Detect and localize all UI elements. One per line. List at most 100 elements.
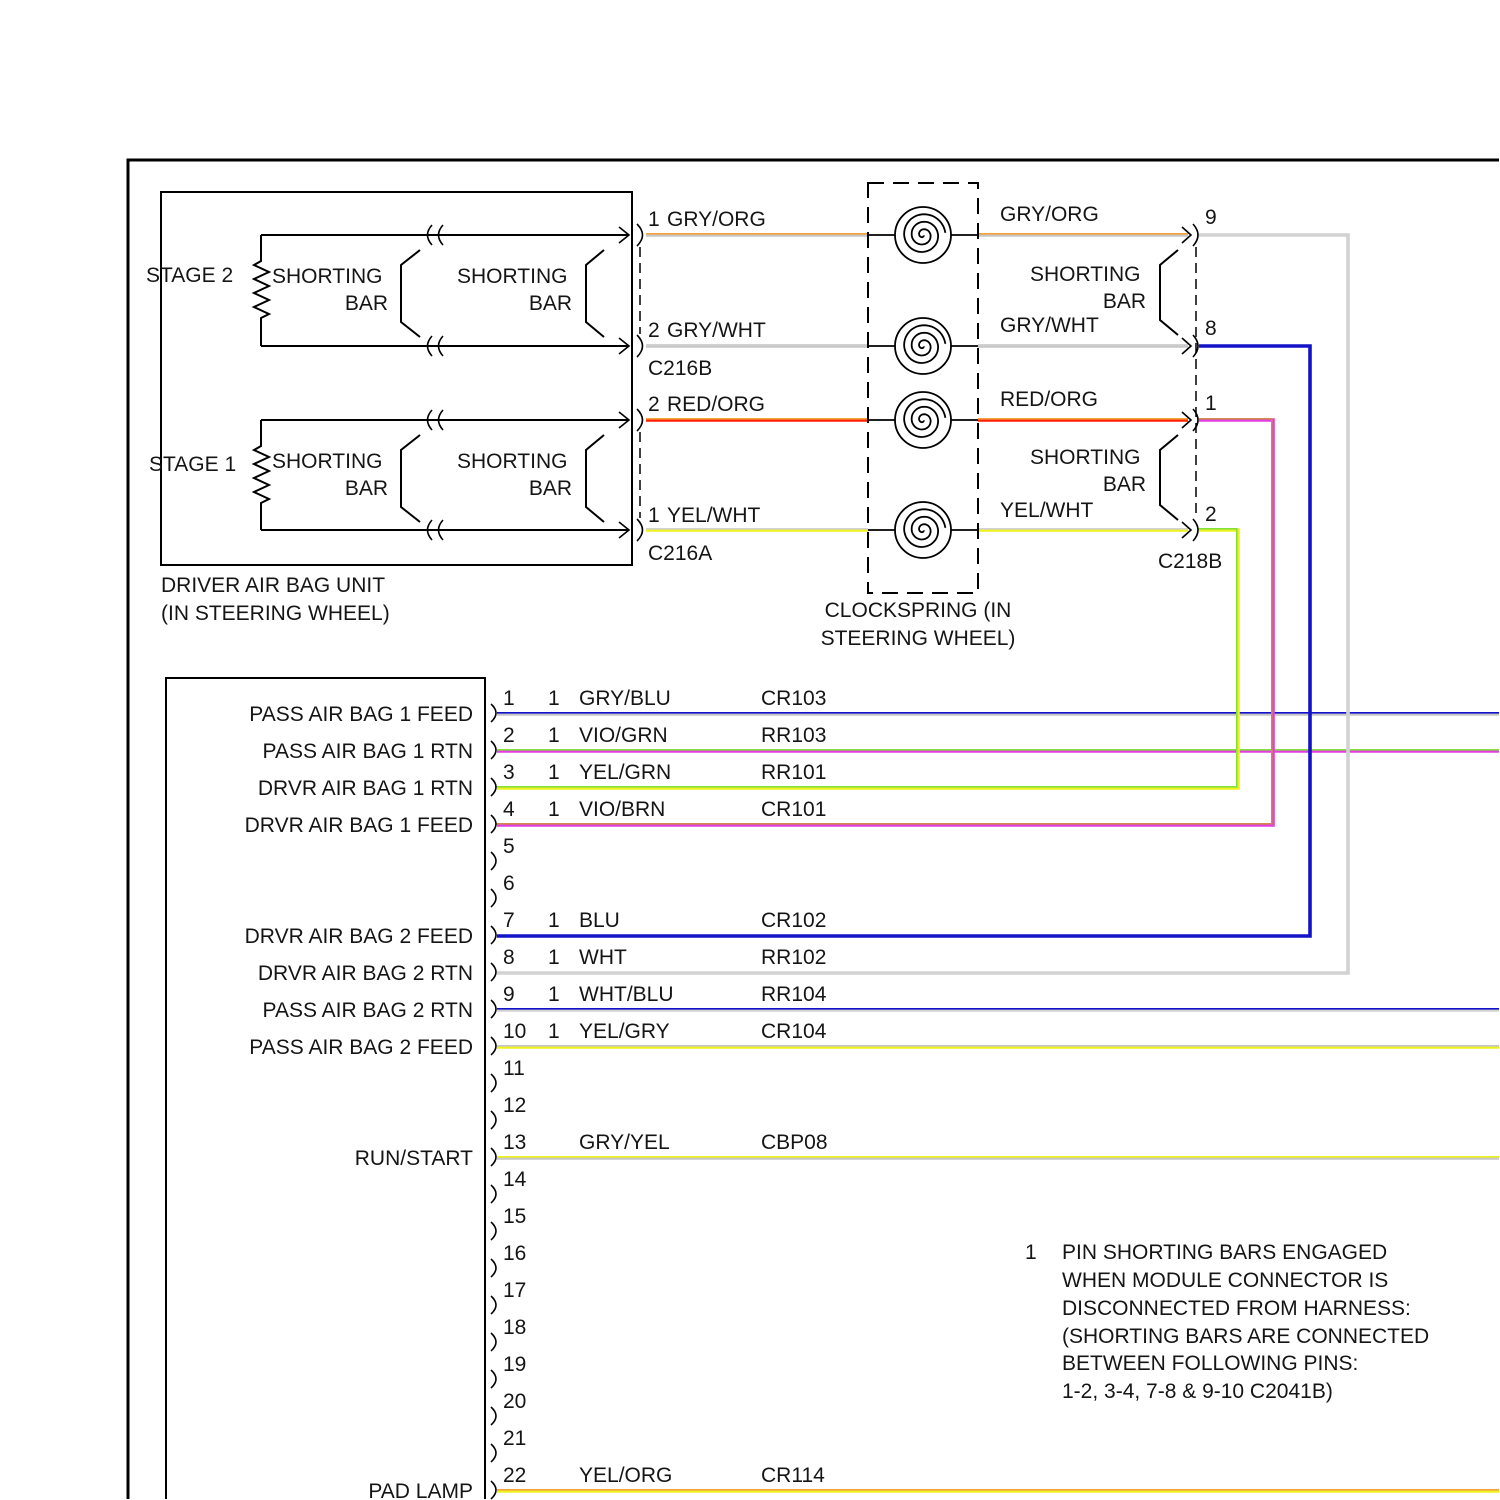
shorting-bar-label: BAR <box>1103 290 1146 313</box>
wire-color-code: GRY/YEL <box>579 1131 670 1154</box>
circuit-function-label: DRVR AIR BAG 1 FEED <box>245 814 473 837</box>
air-bag-unit-subtitle: (IN STEERING WHEEL) <box>161 602 390 625</box>
connector-cavity-symbol <box>1193 224 1198 246</box>
connector-cavity-symbol <box>491 1481 496 1499</box>
pin-number: 12 <box>503 1094 526 1117</box>
module-pin-11: 11 <box>491 1057 525 1092</box>
stage-2-circuit <box>254 235 628 346</box>
wire-color-code: YEL/GRY <box>579 1020 670 1043</box>
connector-cavity-symbol <box>491 1222 496 1240</box>
wire-color-code: GRY/ORG <box>1000 203 1099 226</box>
shorting-bar-note-marker: 1 <box>548 724 560 747</box>
restraint-module-connector: 11GRY/BLUCR103PASS AIR BAG 1 FEED21VIO/G… <box>166 678 828 1500</box>
pin-number: 7 <box>503 909 515 932</box>
shorting-bar-note: 1 PIN SHORTING BARS ENGAGED WHEN MODULE … <box>1025 1241 1429 1403</box>
module-pin-8: 81WHTRR102DRVR AIR BAG 2 RTN <box>258 946 827 985</box>
connector-cavity-symbol <box>491 1259 496 1277</box>
circuit-function-label: RUN/START <box>355 1147 473 1170</box>
connector-cavity-symbol <box>491 704 496 722</box>
wire-color-code: WHT/BLU <box>579 983 674 1006</box>
shorting-bar-label: SHORTING <box>1030 263 1140 286</box>
pin-number: 19 <box>503 1353 526 1376</box>
note-line: 1-2, 3-4, 7-8 & 9-10 C2041B) <box>1062 1380 1333 1403</box>
clockspring-coil <box>868 318 978 374</box>
clockspring-coils <box>868 207 978 558</box>
wire-color-code: YEL/GRN <box>579 761 671 784</box>
connector-cavity-symbol <box>491 926 496 944</box>
shorting-bar-label: BAR <box>345 292 388 315</box>
clockspring-coil <box>868 502 978 558</box>
wire-color-code: VIO/GRN <box>579 724 668 747</box>
driver-air-bag-unit: STAGE 2 SHORTING BAR SHORTING BAR STAGE … <box>146 192 632 625</box>
pin-number: 17 <box>503 1279 526 1302</box>
module-pin-15: 15 <box>491 1205 526 1240</box>
clockspring-coil <box>868 392 978 448</box>
shorting-bar-label: SHORTING <box>457 450 567 473</box>
wire-color-code: YEL/ORG <box>579 1464 672 1487</box>
note-line: BETWEEN FOLLOWING PINS: <box>1062 1352 1358 1375</box>
pin-number: 2 <box>648 319 660 342</box>
connector-cavity-symbol <box>491 1296 496 1314</box>
shorting-bar-note-marker: 1 <box>548 983 560 1006</box>
pin-number: 4 <box>503 798 515 821</box>
module-pin-17: 17 <box>491 1279 526 1314</box>
note-line: WHEN MODULE CONNECTOR IS <box>1062 1269 1388 1292</box>
circuit-code: CR103 <box>761 687 826 710</box>
shorting-bar-note-marker: 1 <box>548 1020 560 1043</box>
pin-number: 1 <box>648 504 660 527</box>
connector-cavity-symbol <box>491 852 496 870</box>
connector-cavity-symbol <box>1193 409 1198 431</box>
connector-cavity-symbol <box>491 963 496 981</box>
connector-name: C216A <box>648 542 712 565</box>
air-bag-unit-box <box>161 192 632 565</box>
module-box <box>166 678 485 1499</box>
shorting-bar <box>586 250 604 337</box>
connector-cavity-symbol <box>491 1074 496 1092</box>
pin-number: 21 <box>503 1427 526 1450</box>
connector-cavity-symbol <box>491 1370 496 1388</box>
pin-number: 10 <box>503 1020 526 1043</box>
connector-cavity-symbol <box>491 1111 496 1129</box>
clockspring-coil-spiral <box>904 509 945 547</box>
circuit-code: CR114 <box>761 1464 825 1487</box>
connector-name: C216B <box>648 357 712 380</box>
shorting-bar-label: BAR <box>345 477 388 500</box>
stage-2-squib-resistor <box>254 235 269 346</box>
clockspring-label: STEERING WHEEL) <box>821 627 1016 650</box>
circuit-function-label: PAD LAMP <box>368 1480 473 1500</box>
pin-number: 16 <box>503 1242 526 1265</box>
module-pin-14: 14 <box>491 1168 527 1203</box>
circuit-code: CR104 <box>761 1020 827 1043</box>
connector-cavity-symbol <box>637 335 643 357</box>
module-pin-20: 20 <box>491 1390 526 1425</box>
circuit-function-label: PASS AIR BAG 1 FEED <box>249 703 473 726</box>
connector-c216: 1 GRY/ORG 2 GRY/WHT C216B 2 RED/ORG 1 YE… <box>640 208 766 565</box>
shorting-bar <box>1160 435 1178 520</box>
pin-number: 2 <box>648 393 660 416</box>
pin-number: 22 <box>503 1464 526 1487</box>
shorting-bar <box>401 250 420 337</box>
module-pin-16: 16 <box>491 1242 526 1277</box>
pin-number: 8 <box>503 946 515 969</box>
stage-1-squib-resistor <box>254 420 269 530</box>
pin-number: 1 <box>648 208 660 231</box>
wire-color-code: RED/ORG <box>1000 388 1098 411</box>
wire-color-code: GRY/BLU <box>579 687 671 710</box>
shorting-bar-label: SHORTING <box>1030 446 1140 469</box>
shorting-bar-note-marker: 1 <box>548 761 560 784</box>
wire-color-code: GRY/ORG <box>667 208 766 231</box>
circuit-function-label: PASS AIR BAG 2 RTN <box>263 999 473 1022</box>
pin-number: 1 <box>503 687 515 710</box>
note-marker: 1 <box>1025 1241 1037 1264</box>
wire-yel-grn-tracer <box>496 529 1237 787</box>
wire-color-code: BLU <box>579 909 620 932</box>
wire-color-code: YEL/WHT <box>667 504 761 527</box>
circuit-function-label: PASS AIR BAG 2 FEED <box>249 1036 473 1059</box>
module-pin-18: 18 <box>491 1316 526 1351</box>
connector-cavity-symbol <box>491 1185 496 1203</box>
shorting-bar-label: SHORTING <box>457 265 567 288</box>
